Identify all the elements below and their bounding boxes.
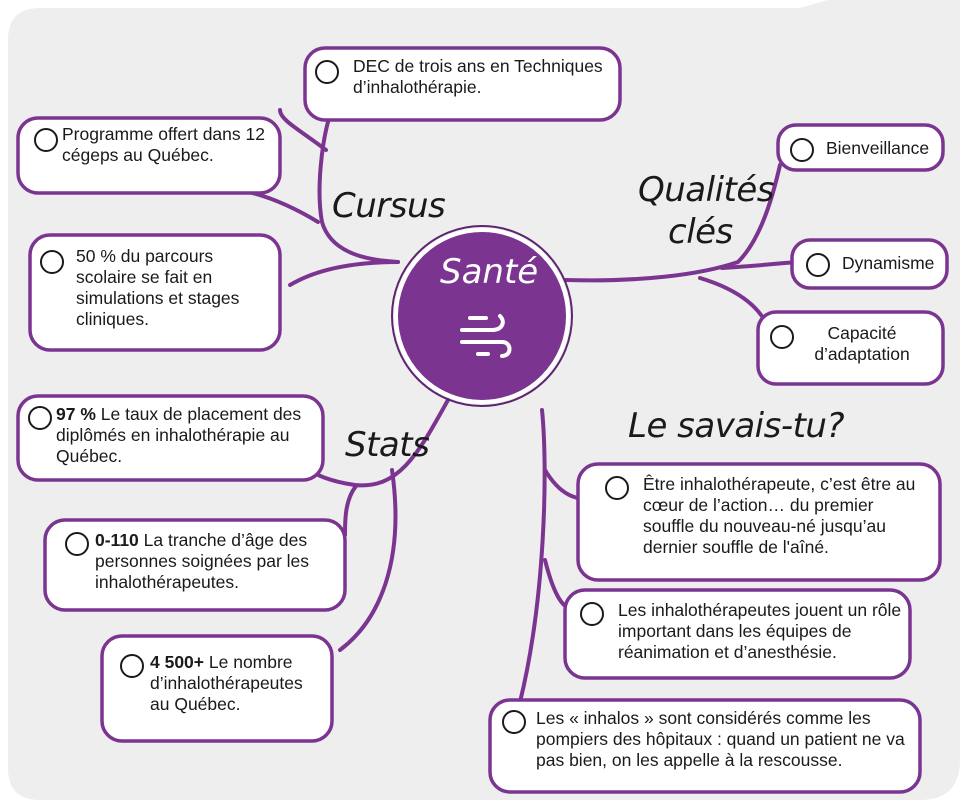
circle-checkbox-icon[interactable] [65, 532, 89, 556]
line-qualites-main [564, 163, 782, 283]
circle-checkbox-icon[interactable] [605, 476, 629, 500]
stats-item-1-text: 97 % Le taux de placement des diplômés e… [56, 404, 302, 466]
circle-checkbox-icon[interactable] [806, 253, 830, 277]
savais-item-3-text: Les « inhalos » sont considérés comme le… [536, 708, 905, 770]
bubble-stats-2 [43, 518, 347, 612]
savais-item-2-text: Les inhalothérapeutes jouent un rôle imp… [618, 600, 902, 662]
bubble-cursus-1 [303, 46, 622, 122]
savais-item-1-text: Être inhalothérapeute, c’est être au cœu… [643, 474, 916, 557]
wind-breath-icon [460, 314, 512, 358]
line-stats-2 [338, 468, 398, 652]
stats-item-2-text: 0-110 La tranche d’âge des personnes soi… [95, 530, 310, 592]
qualites-item-2-text: Dynamisme [842, 253, 935, 273]
circle-checkbox-icon[interactable] [34, 128, 58, 152]
branch-label-cursus: Cursus [332, 186, 446, 226]
stats-item-3-text: 4 500+ Le nombre d’inhalothérapeutes au … [150, 652, 303, 714]
stats-item-3-value: 4 500+ [150, 652, 205, 672]
cursus-item-1-text: DEC de trois ans en Techniques d’inhalot… [353, 56, 603, 97]
qualites-item-3-text: Capacité d’adaptation [814, 323, 910, 364]
bubble-outlines [16, 46, 949, 794]
line-cursus-3 [288, 260, 400, 287]
circle-checkbox-icon[interactable] [315, 60, 339, 84]
bubble-stats-3 [100, 634, 334, 743]
bubble-qualites-1 [776, 123, 945, 172]
branch-label-savais: Le savais-tu? [628, 406, 845, 446]
circle-checkbox-icon[interactable] [502, 710, 526, 734]
branch-label-qualites-line2: clés [668, 212, 733, 252]
circle-checkbox-icon[interactable] [120, 654, 144, 678]
line-cursus-1 [278, 108, 328, 152]
circle-checkbox-icon[interactable] [790, 138, 814, 162]
circle-checkbox-icon[interactable] [770, 325, 794, 349]
bubble-qualites-2 [790, 238, 949, 290]
bubble-qualites-3 [756, 310, 945, 386]
line-cursus-main [317, 113, 400, 264]
qualites-item-1-text: Bienveillance [826, 138, 930, 158]
stats-item-2-value: 0-110 [95, 530, 139, 550]
center-title: Santé [440, 252, 539, 292]
bubble-savais-3 [488, 698, 922, 794]
line-savais-main [518, 408, 547, 704]
bubble-stats-1 [16, 394, 325, 482]
bubble-savais-2 [563, 588, 912, 680]
circle-checkbox-icon[interactable] [40, 250, 64, 274]
bubble-cursus-3 [28, 233, 282, 352]
bubble-savais-1 [576, 462, 942, 582]
circle-checkbox-icon[interactable] [28, 406, 52, 430]
cursus-item-3-text: 50 % du parcours scolaire se fait en sim… [76, 246, 240, 329]
stats-item-1-value: 97 % [56, 404, 96, 424]
cursus-item-2-text: Programme offert dans 12 cégeps au Québe… [62, 124, 265, 165]
line-stats-1 [343, 484, 358, 537]
branch-label-stats: Stats [345, 425, 430, 465]
bubble-cursus-2 [16, 116, 282, 195]
circle-checkbox-icon[interactable] [580, 602, 604, 626]
center-circle-outline [391, 225, 573, 407]
branch-label-qualites-line1: Qualités [638, 170, 775, 210]
